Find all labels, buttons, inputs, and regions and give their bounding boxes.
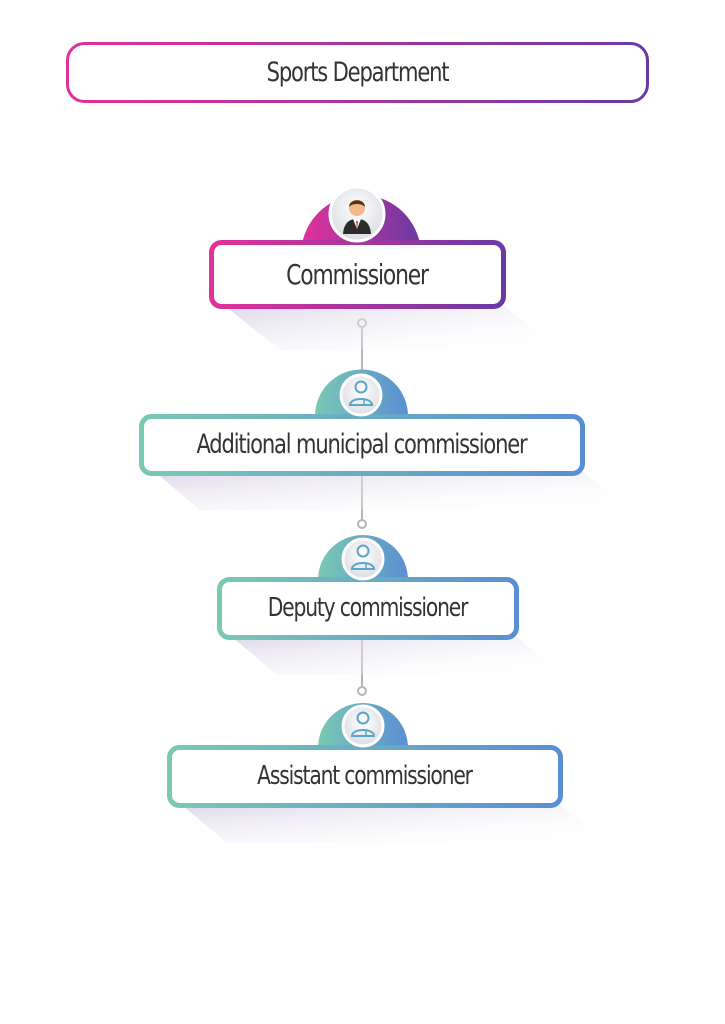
person-icon	[341, 704, 385, 748]
additional-commissioner-label: Additional municipal commissioner	[196, 429, 527, 460]
person-icon	[341, 537, 385, 581]
deputy-commissioner-label: Deputy commissioner	[267, 593, 469, 623]
commissioner-label: Commissioner	[286, 258, 429, 291]
deputy-commissioner-node	[217, 535, 562, 675]
assistant-commissioner-node	[167, 703, 606, 843]
commissioner-node	[209, 185, 560, 350]
assistant-commissioner-label: Assistant commissioner	[257, 761, 473, 791]
page-title: Sports Department	[266, 57, 450, 88]
businessman-avatar-icon	[328, 185, 386, 243]
additional-commissioner-node	[139, 369, 630, 510]
person-icon	[339, 373, 383, 417]
title-box	[66, 42, 649, 103]
